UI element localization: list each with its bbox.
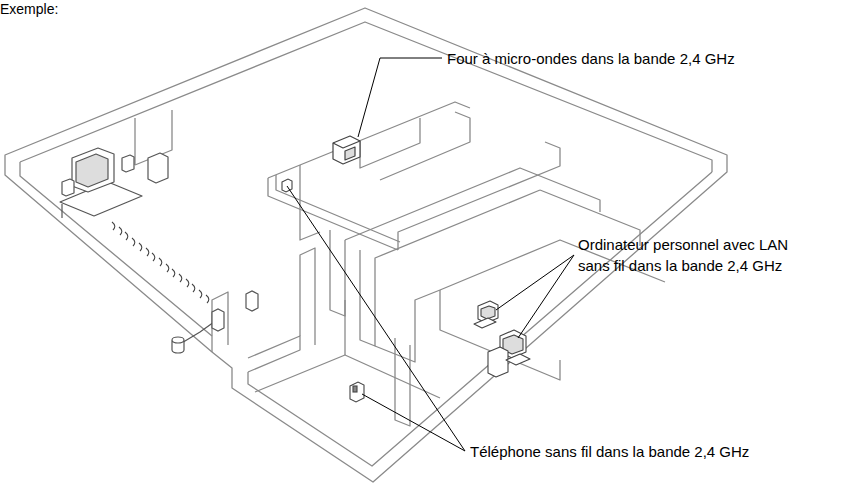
speaker-wire [180,322,214,344]
desktop-tower [488,347,508,377]
partition-wall [360,118,420,168]
leader-line [496,255,574,310]
inner-wall-line [248,172,712,466]
annex-wall [255,355,440,398]
microwave-door [345,147,355,160]
partition-wall [276,175,400,242]
partition-wall [330,230,345,316]
computer-screen [481,306,495,319]
leader-line [362,394,465,451]
phone-handset [353,386,357,392]
annex-wall [248,336,300,372]
phone-handset-station [350,382,364,402]
rear-speaker [212,309,224,331]
tv-set [60,148,168,218]
computers [474,301,530,377]
microwave-edge [333,141,360,148]
desktop-keyboard [506,354,530,365]
partition-wall [398,142,560,250]
computer-keyboard [474,318,496,328]
front-speaker [122,155,134,172]
callout-text: Four à micro-ondes dans la bande 2,4 GHz [447,48,735,69]
leader-line [358,58,442,137]
annex-wall [212,292,228,352]
partition-wall [345,168,600,240]
cordless-phones [282,179,364,402]
leader-line [518,255,574,338]
annex-wall [344,300,345,355]
partition-wall [360,190,540,346]
callout-text: Ordinateur personnel avec LAN sans fil d… [578,234,810,276]
inner-wall-line [20,162,212,336]
partition-wall [380,112,470,180]
partition-wall [440,290,560,380]
tv-screen [76,154,108,187]
partition-wall [375,290,440,362]
leader-line [287,186,465,451]
diagram-title: Exemple: [0,0,58,18]
partition-wall [300,165,320,240]
tv-body [72,148,114,192]
front-speaker [62,179,74,196]
leader-lines [287,58,574,451]
annex-wall [395,338,410,426]
callout-text: Téléphone sans fil dans la bande 2,4 GHz [470,441,749,462]
phone-base [282,179,292,192]
rear-speaker [172,337,184,353]
wireless-waves [112,222,209,303]
rear-speaker [246,291,258,311]
rear-speakers [172,291,258,353]
microwave-body [333,136,360,164]
microwave-oven [333,136,360,164]
subwoofer [148,153,168,183]
tv-stand-legs [61,204,62,218]
partition-wall [268,102,470,178]
inner-wall-line [20,22,712,172]
annex-wall [300,248,315,345]
